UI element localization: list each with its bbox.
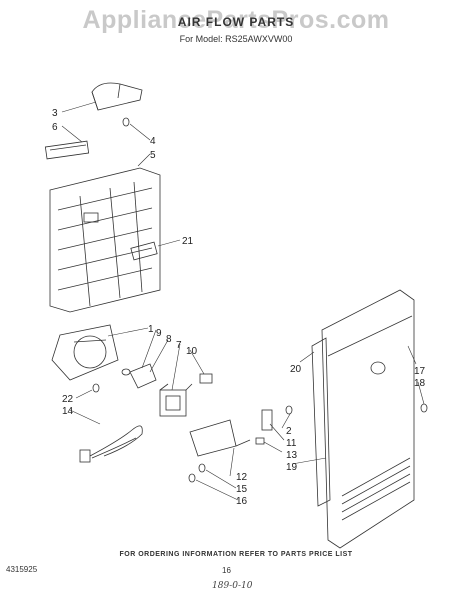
- part-damper-bar: [44, 140, 90, 160]
- callout-20: 20: [290, 364, 302, 375]
- callout-5: 5: [150, 150, 156, 161]
- callout-labels: 3 6 4 5 21 1 9 8 7 10 20 17 18 22 14 2 1…: [52, 108, 426, 507]
- callout-18: 18: [414, 378, 426, 389]
- callout-14: 14: [62, 406, 74, 417]
- part-screw-22: [92, 383, 100, 393]
- handwritten-note: 189-0-10: [212, 581, 253, 591]
- callout-16: 16: [236, 496, 248, 507]
- callout-17: 17: [414, 366, 426, 377]
- part-gasket-strip: [311, 337, 331, 507]
- model-subtitle: For Model: RS25AWXVW00: [179, 34, 293, 44]
- ordering-info-footer: FOR ORDERING INFORMATION REFER TO PARTS …: [119, 551, 353, 558]
- part-evaporator-cover: [49, 167, 161, 313]
- callout-12: 12: [236, 472, 248, 483]
- watermark: AppliancePartsPros.com: [82, 6, 390, 34]
- callout-2: 2: [286, 426, 292, 437]
- callout-9: 9: [156, 328, 162, 339]
- callout-6: 6: [52, 122, 58, 133]
- part-fan-motor: [121, 363, 193, 417]
- part-screw-4: [122, 117, 130, 127]
- callout-21: 21: [182, 236, 194, 247]
- part-mounting-bracket: [189, 405, 293, 457]
- page-title: AIR FLOW PARTS: [177, 15, 295, 29]
- callout-15: 15: [236, 484, 248, 495]
- callout-22: 22: [62, 394, 74, 405]
- callout-19: 19: [286, 462, 298, 473]
- callout-11: 11: [286, 438, 297, 449]
- callout-10: 10: [186, 346, 198, 357]
- page-number: 16: [222, 566, 231, 575]
- part-air-tower-panel: [321, 289, 428, 549]
- callout-13: 13: [286, 450, 298, 461]
- callout-3: 3: [52, 108, 58, 119]
- callout-4: 4: [150, 136, 156, 147]
- part-air-duct-cap: [91, 82, 143, 111]
- part-fan-shroud: [51, 324, 119, 381]
- part-thermistor-21: [130, 241, 158, 261]
- part-screws-15-16: [188, 463, 206, 483]
- callout-1: 1: [148, 324, 154, 335]
- document-number: 4315925: [6, 565, 38, 574]
- callout-8: 8: [166, 334, 172, 345]
- callout-7: 7: [176, 340, 182, 351]
- part-wire-harness: [79, 425, 143, 463]
- part-connector-10: [199, 373, 213, 384]
